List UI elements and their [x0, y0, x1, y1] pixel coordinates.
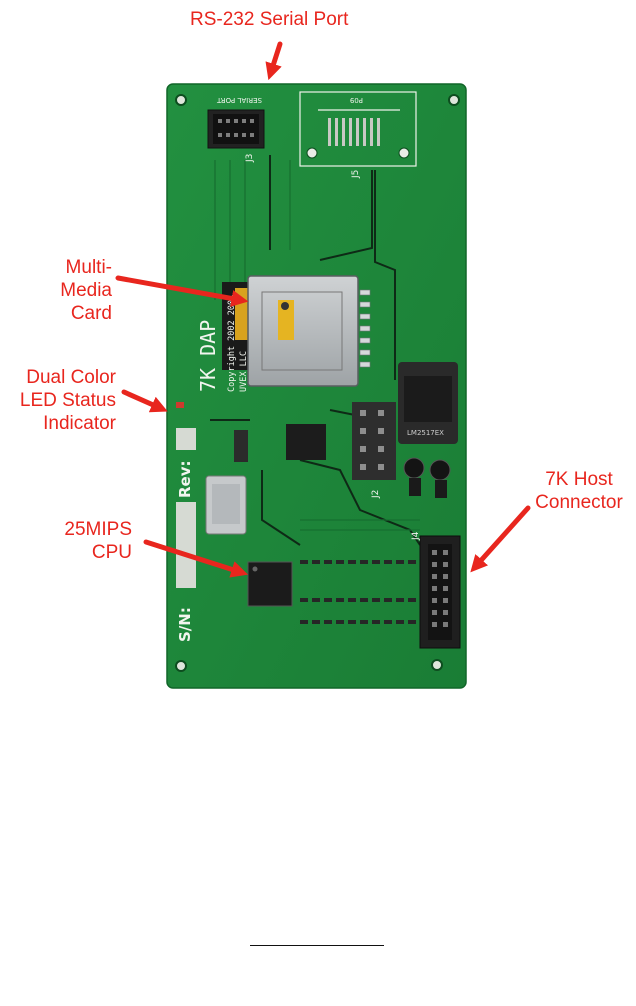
- j3-silk: J3: [245, 154, 255, 163]
- svg-text:LM2517EX: LM2517EX: [407, 429, 444, 437]
- serial-header-silk: SERIAL PORT: [216, 96, 262, 104]
- small-ic: [234, 430, 248, 462]
- voltage-regulator: LM2517EX: [398, 362, 458, 444]
- led-indicator: [176, 402, 184, 408]
- callout-arrows: [115, 41, 531, 578]
- cpu-label: 25MIPS CPU: [64, 519, 132, 563]
- cpu-chip: [247, 561, 293, 607]
- rev-sn-blocks: Rev: S/N:: [176, 428, 196, 642]
- svg-text:J4: J4: [411, 531, 421, 541]
- resistor-array: [300, 560, 416, 624]
- mounting-holes: [175, 94, 460, 672]
- arrow-led: [121, 389, 168, 413]
- pcb-inner-traces: [214, 160, 420, 531]
- arrow-serial-port: [265, 41, 283, 81]
- svg-text:7K DAP: 7K DAP: [196, 320, 220, 392]
- capacitors: [403, 457, 451, 498]
- svg-text:UVEX LLC: UVEX LLC: [239, 351, 249, 392]
- led-label: Dual Color LED Status Indicator: [19, 367, 116, 434]
- j5-silk: J5: [351, 170, 361, 179]
- arrow-cpu: [143, 539, 249, 578]
- sn-silk: S/N:: [176, 607, 194, 642]
- serial-port-label: RS-232 Serial Port: [190, 9, 349, 30]
- svg-text:P09: P09: [350, 96, 363, 104]
- logic-ic: [286, 424, 326, 460]
- arrow-mmc: [115, 275, 249, 307]
- host-connector-label: 7K Host Connector: [535, 469, 623, 513]
- board-silkscreen-title: 7K DAP Copyright 2002 2004 UVEX LLC: [196, 295, 249, 392]
- db9-footprint: P09: [299, 91, 417, 167]
- svg-text:J2: J2: [371, 490, 381, 499]
- mmc-label: Multi- Media Card: [60, 257, 112, 324]
- pcb-traces: [210, 155, 421, 546]
- rev-silk: Rev:: [176, 461, 194, 499]
- crystal-oscillator: [205, 475, 247, 535]
- host-connector: J4: [411, 531, 461, 649]
- arrow-host-connector: [470, 505, 531, 573]
- j2-header: J2: [352, 402, 396, 499]
- svg-text:Copyright 2002 2004: Copyright 2002 2004: [227, 295, 237, 392]
- serial-port-header: SERIAL PORT J3: [207, 96, 265, 163]
- footer-rule: [250, 945, 384, 946]
- db9-pads: [306, 118, 410, 159]
